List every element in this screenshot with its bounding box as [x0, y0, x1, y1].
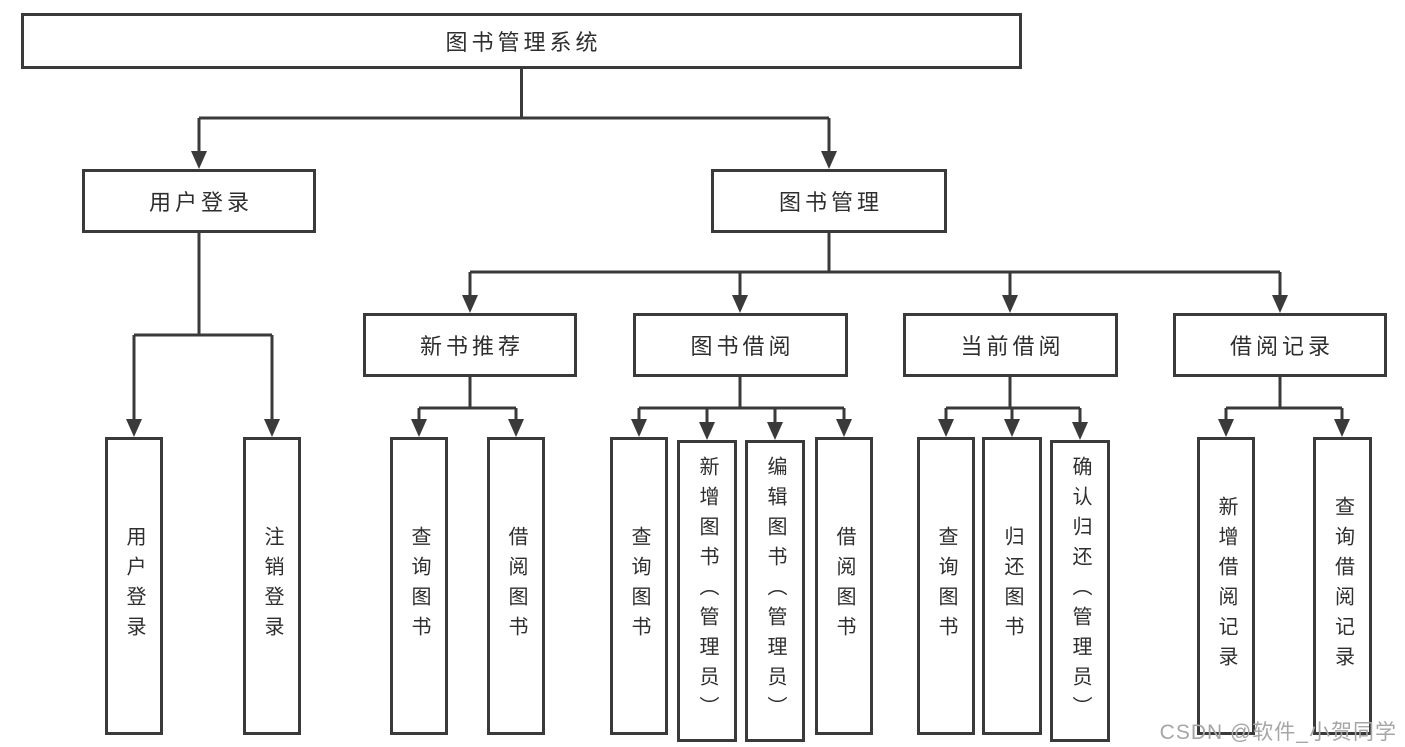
connector-root-to-level1: [191, 69, 837, 169]
leaf-current-confirm-return: 确认归还（管理员）: [1050, 440, 1110, 742]
csdn-watermark: CSDN @软件_小贺同学: [1159, 721, 1397, 744]
node-new-book-recommend: 新书推荐: [363, 313, 577, 377]
node-book-management-label: 图书管理: [778, 190, 883, 215]
node-borrowing-records-label: 借阅记录: [1229, 334, 1334, 359]
connector-new-book-recommend-children: [411, 377, 524, 437]
node-user-login-label: 用户登录: [148, 190, 253, 215]
leaf-borrowing-borrow-book: 借阅图书: [815, 437, 873, 735]
leaf-borrowing-add-book-label: 新增图书（管理员）: [696, 456, 718, 726]
leaf-borrowing-borrow-book-label: 借阅图书: [833, 526, 855, 646]
leaf-records-add-record-label: 新增借阅记录: [1215, 496, 1237, 676]
leaf-borrowing-edit-book: 编辑图书（管理员）: [745, 440, 805, 742]
leaf-current-query-book-label: 查询图书: [935, 526, 957, 646]
node-current-borrowing-label: 当前借阅: [960, 334, 1065, 359]
node-current-borrowing: 当前借阅: [903, 313, 1118, 377]
leaf-borrowing-add-book: 新增图书（管理员）: [677, 440, 737, 742]
leaf-current-return-book: 归还图书: [982, 437, 1042, 735]
leaf-borrowing-edit-book-label: 编辑图书（管理员）: [764, 456, 786, 726]
connector-book-borrowing-children: [631, 377, 852, 440]
leaf-user-login-label: 用户登录: [123, 526, 145, 646]
leaf-user-login: 用户登录: [105, 437, 163, 735]
leaf-logout: 注销登录: [243, 437, 301, 735]
leaf-records-query-record: 查询借阅记录: [1313, 437, 1372, 735]
leaf-borrowing-query-book-label: 查询图书: [628, 526, 650, 646]
node-borrowing-records: 借阅记录: [1173, 313, 1387, 377]
leaf-current-query-book: 查询图书: [917, 437, 975, 735]
node-book-borrowing-label: 图书借阅: [690, 334, 795, 359]
node-user-login: 用户登录: [82, 169, 316, 233]
leaf-current-return-book-label: 归还图书: [1001, 526, 1023, 646]
connector-user-login-children: [126, 233, 280, 437]
node-new-book-recommend-label: 新书推荐: [419, 334, 524, 359]
leaf-recommend-query-book: 查询图书: [390, 437, 448, 735]
node-root: 图书管理系统: [21, 13, 1022, 69]
node-book-management: 图书管理: [711, 169, 947, 233]
leaf-recommend-borrow-book: 借阅图书: [487, 437, 545, 735]
node-root-label: 图书管理系统: [445, 30, 602, 55]
leaf-recommend-query-book-label: 查询图书: [408, 526, 430, 646]
leaf-records-add-record: 新增借阅记录: [1197, 437, 1255, 735]
leaf-borrowing-query-book: 查询图书: [610, 437, 668, 735]
leaf-recommend-borrow-book-label: 借阅图书: [505, 526, 527, 646]
connector-borrowing-records-children: [1218, 377, 1350, 437]
node-book-borrowing: 图书借阅: [633, 313, 848, 377]
connector-current-borrowing-children: [938, 377, 1088, 440]
leaf-current-confirm-return-label: 确认归还（管理员）: [1069, 456, 1091, 726]
leaf-logout-label: 注销登录: [261, 526, 283, 646]
leaf-records-query-record-label: 查询借阅记录: [1331, 496, 1354, 676]
connector-book-management-children: [462, 233, 1288, 313]
